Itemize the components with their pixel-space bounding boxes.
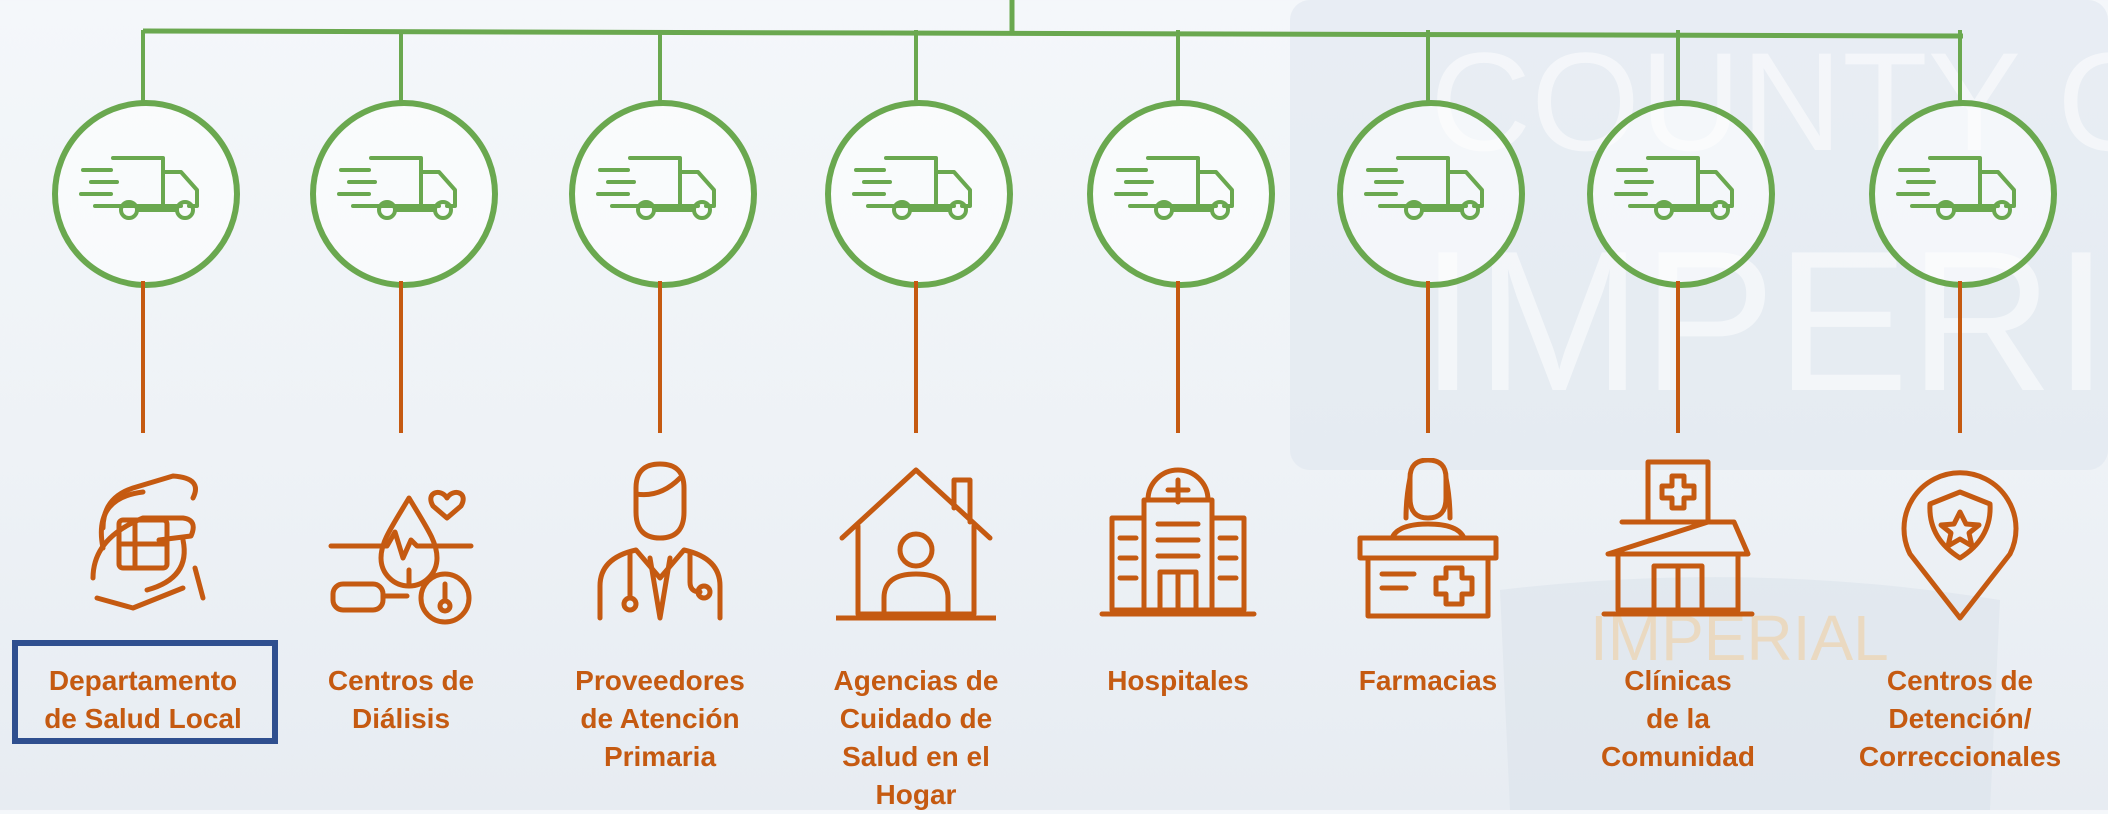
dialysis-icon — [321, 458, 481, 628]
node-connector-green — [1676, 30, 1680, 102]
node-label: Hospitales — [1107, 665, 1249, 696]
node-connector-orange — [399, 281, 403, 433]
node-connector-green — [141, 30, 145, 102]
node-7[interactable]: Clínicas de la Comunidad — [1587, 0, 1775, 810]
detention-badge-icon — [1880, 458, 2040, 628]
delivery-truck-icon — [337, 156, 457, 220]
doctor-icon — [580, 458, 740, 628]
pharmacist-icon — [1357, 457, 1499, 619]
pharmacist-icon — [1348, 457, 1508, 628]
delivery-truck-icon — [852, 156, 972, 220]
health-care-hands-icon — [63, 458, 223, 628]
clinic-icon — [1598, 458, 1758, 628]
delivery-truck-icon — [596, 156, 716, 220]
node-connector-green — [399, 30, 403, 102]
node-connector-orange — [1958, 281, 1962, 433]
delivery-truck-icon — [1896, 156, 2016, 220]
node-3[interactable]: Proveedores de Atención Primaria — [569, 0, 757, 810]
node-label: Centros de Diálisis — [327, 665, 475, 734]
node-label: Departamento de Salud Local — [44, 665, 242, 734]
node-label: Farmacias — [1358, 665, 1498, 696]
node-connector-green — [1176, 30, 1180, 102]
top-connector — [142, 0, 1964, 39]
node-connector-green — [658, 30, 662, 102]
node-connector-orange — [658, 281, 662, 433]
node-connector-orange — [1426, 281, 1430, 433]
node-connector-green — [914, 30, 918, 102]
hospital-icon — [1099, 467, 1257, 617]
dialysis-icon — [328, 489, 474, 625]
delivery-truck-icon — [1614, 156, 1734, 220]
home-care-icon — [833, 467, 999, 621]
node-connector-green — [1958, 30, 1962, 102]
node-connector-orange — [141, 281, 145, 433]
clinic-icon — [1601, 459, 1755, 617]
home-care-icon — [833, 458, 999, 628]
node-5[interactable]: Hospitales — [1087, 0, 1275, 810]
node-6[interactable]: Farmacias — [1337, 0, 1525, 810]
node-label: Proveedores de Atención Primaria — [575, 665, 745, 772]
health-care-hands-icon — [90, 473, 206, 611]
doctor-icon — [597, 461, 723, 621]
hospital-icon — [1098, 458, 1258, 628]
node-4[interactable]: Agencias de Cuidado de Salud en el Hogar — [825, 0, 1013, 810]
node-connector-orange — [914, 281, 918, 433]
node-label: Clínicas de la Comunidad — [1601, 665, 1755, 772]
node-connector-orange — [1176, 281, 1180, 433]
node-connector-green — [1426, 30, 1430, 102]
detention-badge-icon — [1901, 470, 2019, 621]
node-connector-orange — [1676, 281, 1680, 433]
node-8[interactable]: Centros de Detención/ Correccionales — [1859, 0, 2061, 810]
node-label: Centros de Detención/ Correccionales — [1858, 665, 2062, 772]
node-2[interactable]: Centros de Diálisis — [310, 0, 498, 810]
node-label: Agencias de Cuidado de Salud en el Hogar — [833, 665, 999, 810]
delivery-truck-icon — [79, 156, 199, 220]
selected-node-highlight — [12, 640, 278, 744]
delivery-truck-icon — [1364, 156, 1484, 220]
delivery-truck-icon — [1114, 156, 1234, 220]
node-1[interactable]: Departamento de Salud Local — [44, 0, 242, 810]
